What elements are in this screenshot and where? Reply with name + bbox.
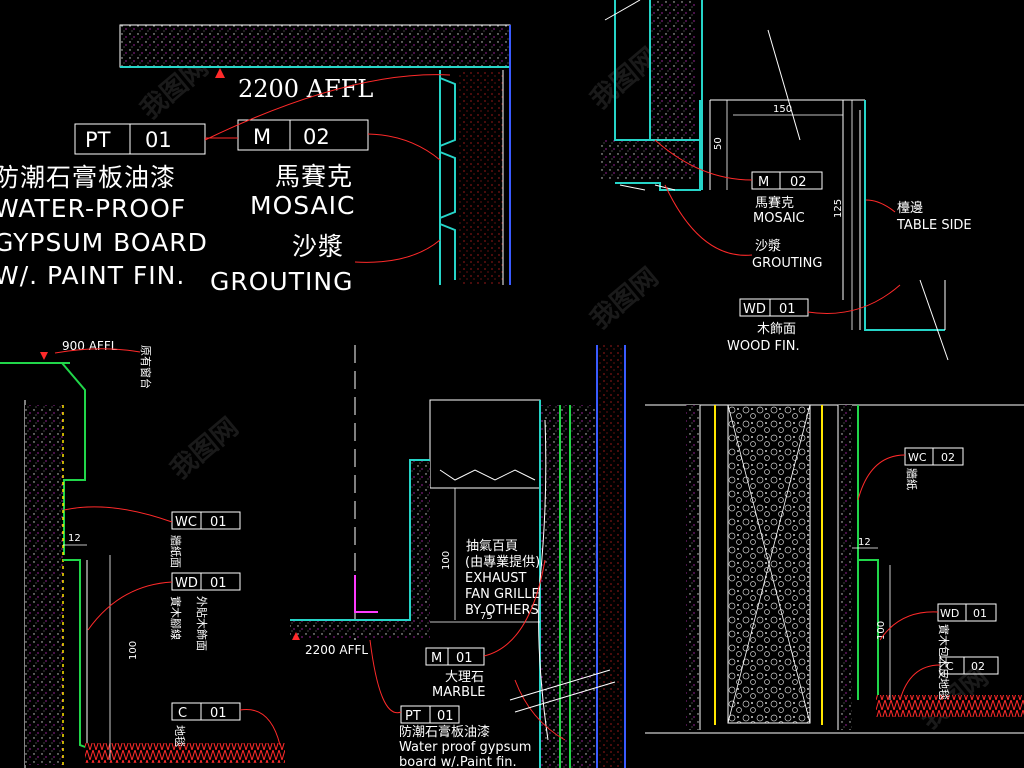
tag-num: 02 [941, 451, 955, 464]
marble-zh: 大理石 [445, 670, 484, 685]
table-en: TABLE SIDE [896, 218, 972, 233]
detail-bottom-left: 900 AFFL 原有窗台 12 100 WC 01 牆紙面 WD 01 實木腳… [0, 339, 285, 768]
tag-code: WC [175, 515, 197, 530]
tag-num: 01 [210, 515, 227, 530]
m02-zh: 馬賽克 [275, 162, 353, 191]
wc02-zh: 牆紙 [905, 468, 919, 490]
tag-code: M [431, 651, 442, 666]
m02-en: MOSAIC [250, 191, 356, 220]
tag-num: 02 [971, 660, 985, 673]
mid-pt-zh: 防潮石膏板油漆 [399, 724, 490, 740]
mid-pt-en2: board w/.Paint fin. [399, 755, 517, 768]
affl-2200-mid: 2200 AFFL [305, 643, 368, 657]
tag-code: C [946, 660, 954, 673]
ceiling-slab [119, 24, 511, 68]
wd01-left-zh2: 外貼木飾面 [195, 596, 209, 651]
tag-code: WC [908, 451, 927, 464]
pt01-en2: GYPSUM BOARD [0, 228, 208, 257]
table-zh: 檯邊 [897, 201, 923, 216]
tag-num: 01 [973, 607, 987, 620]
mid-pt-en1: Water proof gypsum [399, 740, 531, 755]
tag-code: M [758, 175, 769, 190]
mosaic-tiles [439, 70, 456, 285]
dim-100-right: 100 [876, 621, 887, 640]
dim-100-mid: 100 [441, 551, 452, 570]
tag-num: 02 [303, 125, 330, 149]
detail-middle: 100 75 抽氣百頁 (由專業提供) EXHAUST FAN GRILLE B… [290, 345, 626, 768]
grille-en1: EXHAUST [465, 571, 527, 586]
detail-top-right: 150 50 125 M 02 馬賽克 MOSAIC 沙漿 GROUTING 檯… [600, 0, 972, 361]
r-m02-zh: 馬賽克 [755, 195, 794, 211]
dim-75: 75 [480, 611, 493, 622]
wd01-left-zh1: 實木腳線 [169, 596, 183, 640]
grille-en3: BY OTHERS [465, 603, 539, 618]
dim-12-right: 12 [858, 537, 871, 548]
wc01-zh: 牆紙面 [169, 535, 183, 568]
grout-en: GROUTING [210, 267, 353, 296]
detail-bottom-right: 12 100 WC 02 牆紙 WD 01 實木包木皮 C 02 地毯 [645, 404, 1024, 734]
tag-code: PT [85, 128, 111, 152]
dim-12-left: 12 [68, 533, 81, 544]
affl-900: 900 AFFL [62, 339, 118, 353]
c01-zh: 地毯 [173, 725, 187, 747]
pt01-zh: 防潮石膏板油漆 [0, 163, 176, 192]
dim-125: 125 [833, 199, 844, 218]
tag-num: 01 [437, 709, 454, 724]
tag-num: 01 [210, 576, 227, 591]
grille-zh1: 抽氣百頁 [466, 539, 518, 554]
tag-num: 01 [210, 706, 227, 721]
r-m02-en: MOSAIC [753, 211, 805, 226]
tag-code: C [178, 706, 187, 721]
tag-code: WD [940, 607, 959, 620]
r-grout-zh: 沙漿 [755, 239, 781, 254]
r-wd-zh: 木飾面 [757, 322, 796, 337]
tag-num: 01 [145, 128, 172, 152]
detail-top-left: 2200 AFFL PT 01 M 02 防潮石膏板油漆 WATER-PROOF… [0, 24, 511, 296]
tag-code: PT [405, 709, 421, 724]
svg-text:我图网: 我图网 [585, 262, 664, 335]
c02-zh: 地毯 [937, 678, 951, 700]
tag-code: WD [175, 576, 198, 591]
level-marker [215, 68, 225, 78]
dim-100-left: 100 [128, 641, 139, 660]
grout-zh: 沙漿 [292, 232, 344, 261]
r-grout-en: GROUTING [752, 256, 822, 271]
tag-num: 01 [779, 302, 796, 317]
grille-zh2: (由專業提供) [465, 554, 540, 570]
tag-code: M [253, 125, 271, 149]
tag-num: 02 [790, 175, 807, 190]
tag-num: 01 [456, 651, 473, 666]
r-wd-en: WOOD FIN. [727, 339, 800, 354]
window-sill: 原有窗台 [139, 345, 153, 389]
pt01-en3: W/. PAINT FIN. [0, 261, 185, 290]
svg-text:我图网: 我图网 [165, 412, 244, 485]
dim-150: 150 [773, 104, 792, 115]
pt01-en1: WATER-PROOF [0, 194, 186, 223]
grille-en2: FAN GRILLE [465, 587, 540, 602]
tag-code: WD [743, 302, 766, 317]
marble-en: MARBLE [432, 685, 486, 700]
dim-50: 50 [713, 137, 724, 150]
mortar-bed [458, 70, 503, 285]
